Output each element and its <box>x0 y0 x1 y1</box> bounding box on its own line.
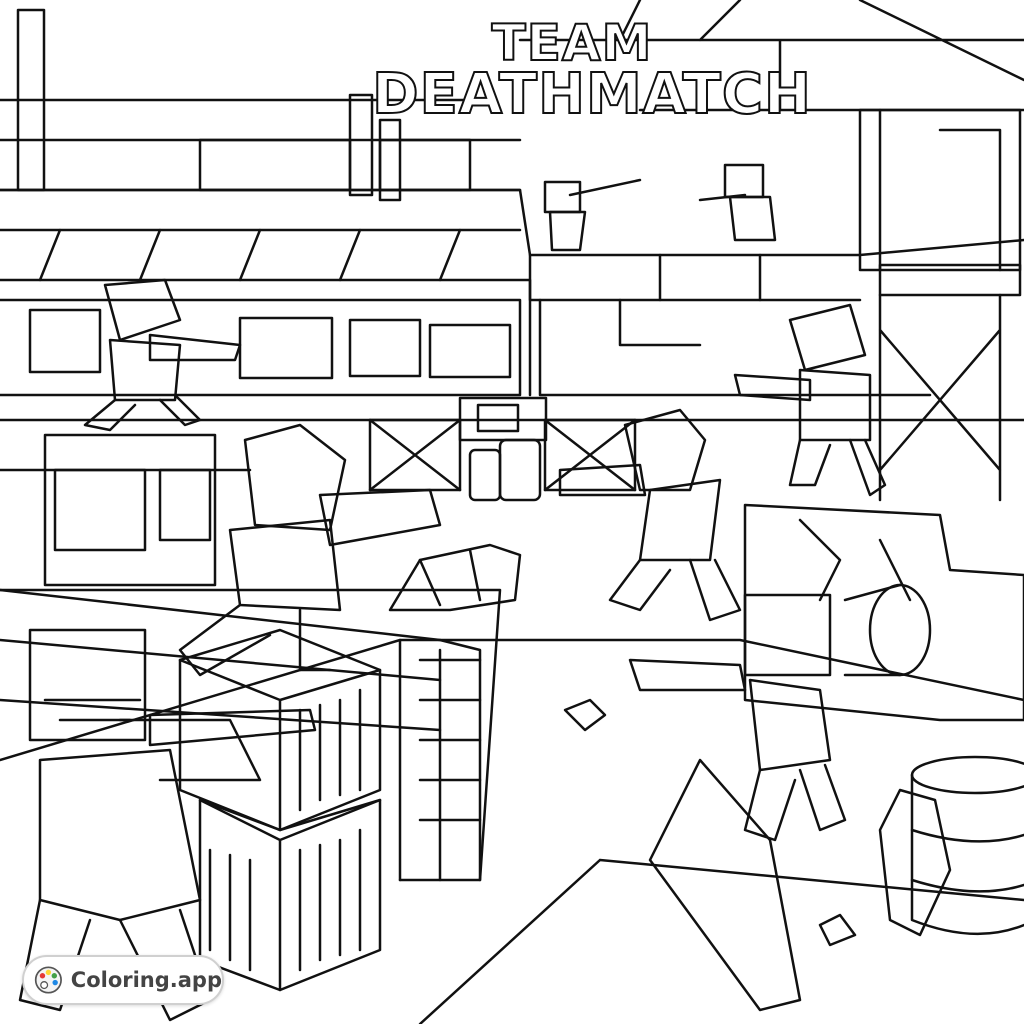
soldier-upper-left <box>83 278 242 432</box>
soldier-upper-right <box>733 303 887 497</box>
watermark-text: Coloring.app <box>70 968 222 992</box>
shield-barrier <box>648 758 802 1012</box>
right-barrier <box>743 503 1024 722</box>
soldier-on-crate <box>178 423 442 677</box>
soldier-balcony-1 <box>543 178 642 252</box>
barrel <box>498 438 542 502</box>
soldier-balcony-2 <box>698 163 777 242</box>
palette-icon <box>34 966 62 994</box>
oil-drum <box>910 755 1024 936</box>
rock <box>878 788 952 937</box>
upper-balcony <box>0 188 1024 502</box>
crate-stack <box>178 628 382 992</box>
floor <box>0 588 1024 1024</box>
concrete-barrier <box>0 588 482 882</box>
console <box>43 433 217 587</box>
back-wall <box>0 0 1024 272</box>
title-team: TEAM <box>491 13 653 73</box>
soldier-center <box>558 408 742 622</box>
soldier-right <box>628 593 847 842</box>
mid-crates <box>0 396 1024 587</box>
coloring-app-badge[interactable]: Coloring.app <box>22 955 224 1005</box>
title-deathmatch: DEATHMATCH <box>371 61 812 128</box>
